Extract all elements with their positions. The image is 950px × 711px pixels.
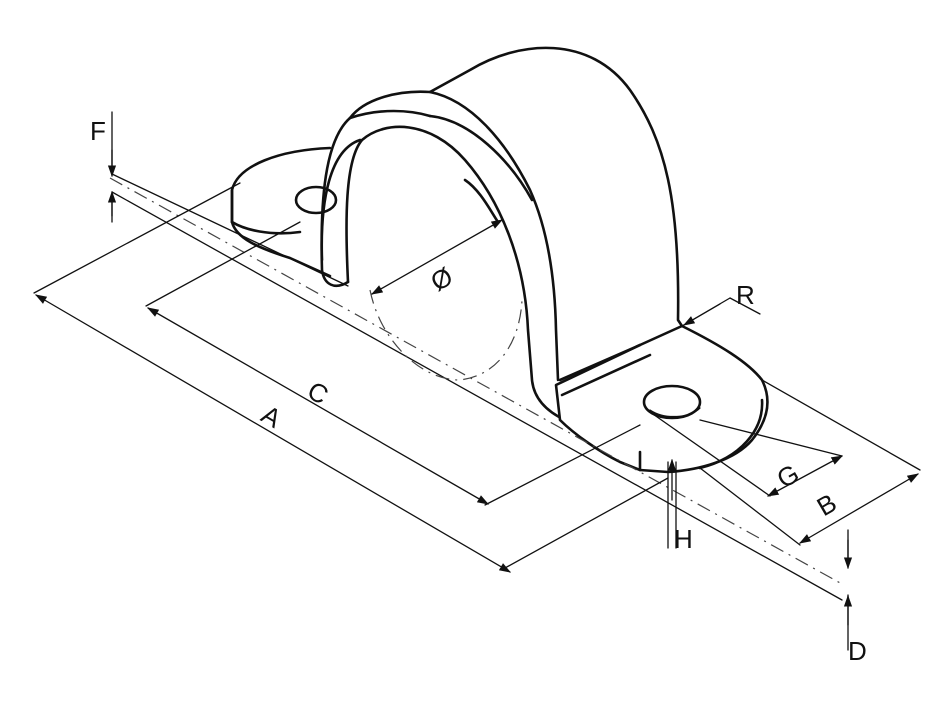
dim-r bbox=[682, 303, 721, 326]
center-and-extension-lines bbox=[33, 111, 921, 651]
dim-g bbox=[766, 455, 844, 497]
dim-c bbox=[146, 307, 490, 505]
label-g: G bbox=[772, 458, 805, 494]
label-a: A bbox=[256, 399, 287, 434]
label-d: D bbox=[848, 636, 867, 666]
dim-a bbox=[34, 294, 512, 573]
dim-b bbox=[798, 473, 920, 544]
right-flange bbox=[554, 324, 769, 474]
label-r: R bbox=[736, 280, 755, 310]
label-f: F bbox=[90, 116, 106, 146]
label-b: B bbox=[812, 487, 842, 522]
label-c: C bbox=[302, 375, 333, 410]
dimension-arrows bbox=[34, 149, 920, 626]
label-diameter: Ø bbox=[425, 261, 458, 297]
strap-arch bbox=[320, 46, 684, 422]
right-hole bbox=[642, 384, 702, 420]
label-h: H bbox=[674, 524, 693, 554]
dim-diameter bbox=[370, 219, 504, 295]
left-flange bbox=[230, 146, 338, 278]
